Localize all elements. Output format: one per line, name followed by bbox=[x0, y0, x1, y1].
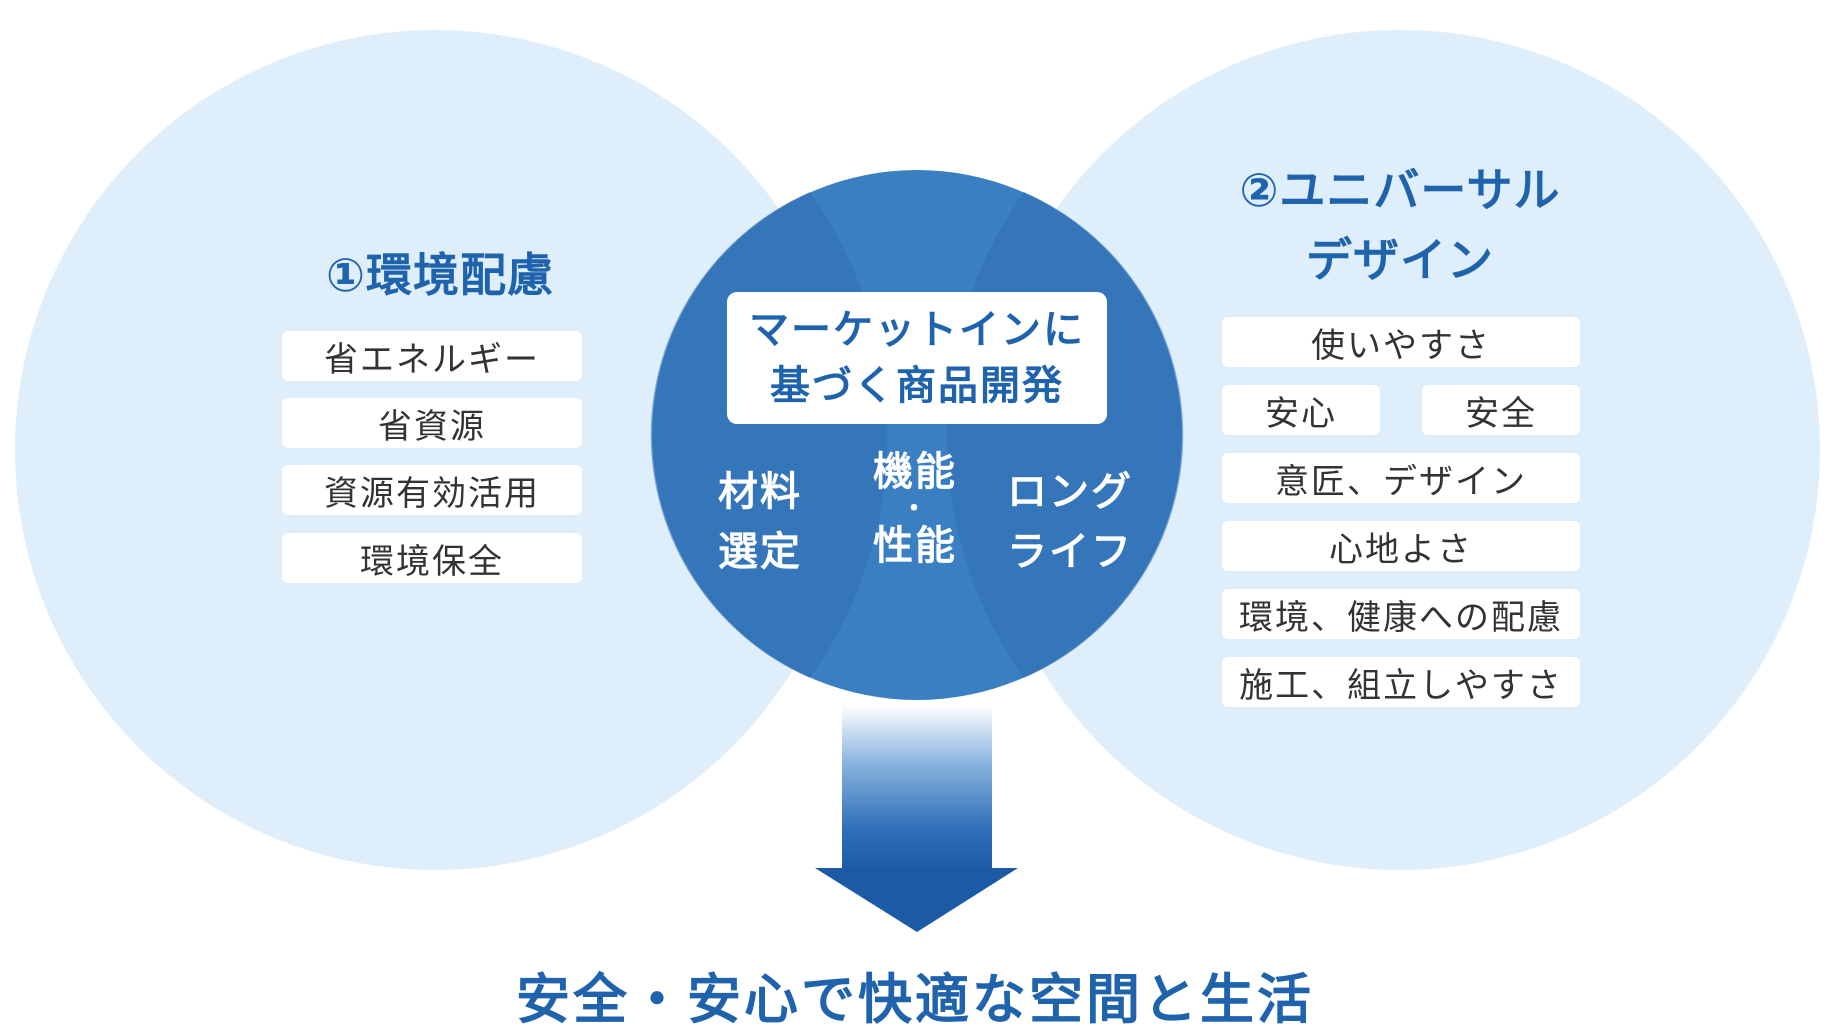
left-item: 環境保全 bbox=[282, 533, 582, 583]
left-item: 省エネルギー bbox=[282, 331, 582, 381]
center-box: マーケットインに 基づく商品開発 bbox=[727, 292, 1107, 424]
result-text: 安全・安心で快適な空間と生活 bbox=[516, 968, 1314, 1031]
center-col-mid-line: ・ bbox=[900, 494, 929, 524]
right-title-line2: デザイン bbox=[1306, 233, 1494, 287]
left-title: ①環境配慮 bbox=[326, 248, 554, 302]
center-col-right-line: ライフ bbox=[1007, 529, 1133, 575]
center-col-mid-line: 性能 bbox=[873, 523, 957, 569]
left-item: 資源有効活用 bbox=[282, 465, 582, 515]
right-circle bbox=[980, 30, 1820, 870]
right-item: 施工、組立しやすさ bbox=[1222, 657, 1580, 707]
right-item: 意匠、デザイン bbox=[1222, 453, 1580, 503]
right-title: ②ユニバーサル デザイン bbox=[1200, 155, 1600, 295]
right-title-line1: ②ユニバーサル bbox=[1239, 163, 1561, 217]
right-item: 環境、健康への配慮 bbox=[1222, 589, 1580, 639]
right-item: 安心 bbox=[1222, 385, 1380, 435]
down-arrow bbox=[815, 705, 1018, 932]
right-item: 心地よさ bbox=[1222, 521, 1580, 571]
center-col-mid: 機能 ・ 性能 bbox=[855, 450, 975, 568]
center-col-right: ロング ライフ bbox=[1000, 462, 1140, 582]
center-col-right-line: ロング bbox=[1007, 469, 1133, 515]
right-item: 安全 bbox=[1422, 385, 1580, 435]
center-col-mid-line: 機能 bbox=[873, 449, 957, 495]
left-item: 省資源 bbox=[282, 398, 582, 448]
left-circle bbox=[15, 30, 855, 870]
center-box-line2: 基づく商品開発 bbox=[770, 363, 1064, 409]
right-item: 使いやすさ bbox=[1222, 317, 1580, 367]
center-col-left-line: 選定 bbox=[718, 529, 802, 575]
center-box-line1: マーケットインに bbox=[749, 307, 1085, 353]
center-col-left-line: 材料 bbox=[718, 469, 802, 515]
center-col-left: 材料 選定 bbox=[700, 462, 820, 582]
